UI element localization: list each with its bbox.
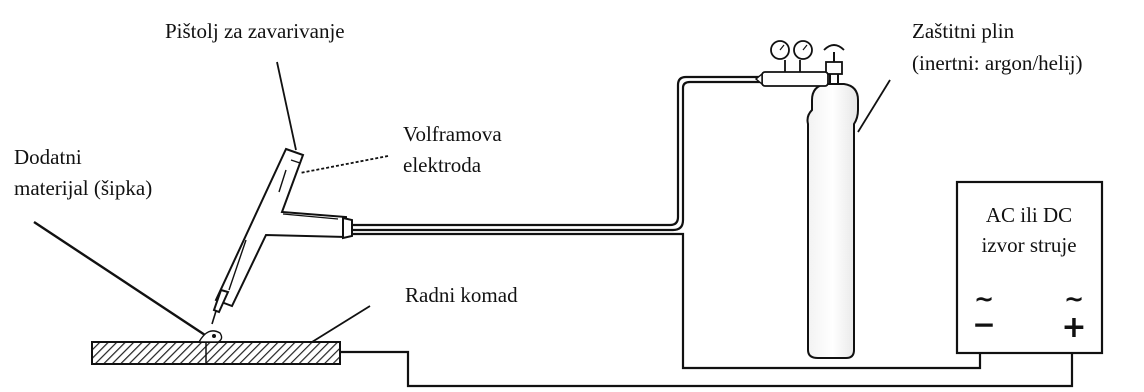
filler-label-line1: Dodatni — [14, 145, 82, 169]
weld-arc — [197, 330, 223, 343]
gas-hose-inner — [352, 80, 762, 232]
negative-terminal-symbol: − — [972, 308, 995, 341]
gas-label-line2: (inertni: argon/helij) — [912, 51, 1082, 75]
work-cable — [340, 350, 1074, 388]
torch-leader — [276, 61, 297, 151]
welding-torch — [211, 147, 353, 325]
negative-terminal-ac-symbol: ~ — [974, 285, 994, 313]
positive-terminal-ac-symbol: ~ — [1064, 285, 1084, 313]
electrode-label-line2: elektroda — [403, 153, 482, 177]
workpiece-leader — [311, 305, 371, 343]
gas-hose — [352, 75, 762, 227]
electrode-label-line1: Volframova — [403, 122, 502, 146]
filler-label-line2: materijal (šipka) — [14, 176, 152, 200]
workpiece — [91, 341, 341, 365]
positive-terminal-symbol: + — [1061, 310, 1086, 345]
gas-leader — [857, 79, 891, 133]
power-source-label-line1: AC ili DC — [986, 203, 1072, 227]
pressure-regulator — [754, 40, 829, 87]
workpiece-label: Radni komad — [405, 283, 518, 307]
torch-power-cable — [352, 232, 982, 370]
power-source-label-line2: izvor struje — [981, 233, 1076, 257]
gas-cylinder — [806, 44, 859, 359]
filler-rod — [33, 220, 206, 337]
electrode-leader — [299, 155, 389, 174]
gas-label-line1: Zaštitni plin — [912, 19, 1015, 43]
torch-label: Pištolj za zavarivanje — [165, 19, 345, 43]
power-source: AC ili DC izvor struje ~ − ~ + — [955, 180, 1104, 355]
